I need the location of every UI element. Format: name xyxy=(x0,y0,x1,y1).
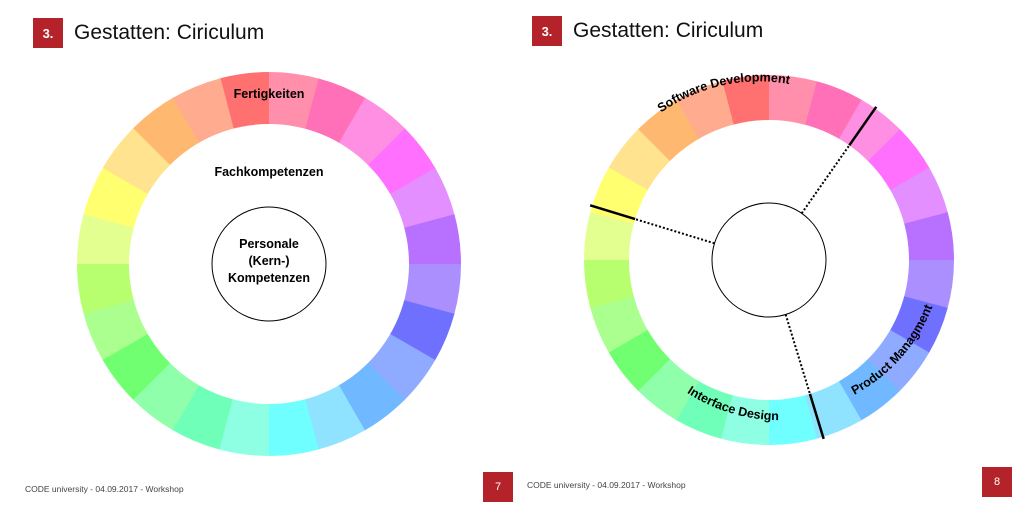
ring-segment xyxy=(608,328,672,391)
ring-segment xyxy=(638,99,701,163)
slide-footer: CODE university - 04.09.2017 - Workshop xyxy=(25,484,184,494)
ring-segment xyxy=(338,97,406,168)
core-label-line-1: Personale xyxy=(239,237,299,251)
ring-segment xyxy=(269,72,320,131)
ring-segment xyxy=(902,260,954,310)
ring-segment xyxy=(173,78,235,145)
ring-segment xyxy=(77,262,136,314)
segment-divider-solid xyxy=(589,204,636,221)
ring-segment xyxy=(77,213,136,264)
ring-segment xyxy=(365,333,436,401)
ring-segment xyxy=(304,78,367,145)
ring-segment xyxy=(218,397,269,456)
core-circle xyxy=(211,206,327,322)
slide-footer: CODE university - 04.09.2017 - Workshop xyxy=(527,480,686,490)
ring-segment xyxy=(584,258,636,308)
ring-segment xyxy=(83,298,150,360)
ring-segment xyxy=(637,356,700,421)
segment-dividers xyxy=(589,106,878,440)
segment-divider-solid xyxy=(808,393,825,440)
ring-label-fertigkeiten: Fertigkeiten xyxy=(234,87,305,101)
ring-segment xyxy=(267,397,319,456)
ring-segment xyxy=(608,128,673,191)
ring-segment xyxy=(838,99,901,164)
ring-segment xyxy=(721,75,771,127)
ring-segment xyxy=(402,214,461,266)
segment-divider-dotted xyxy=(800,144,851,214)
segment-divider-dotted xyxy=(634,218,715,245)
section-badge: 3. xyxy=(33,18,63,48)
slide-8: 3. Gestatten: Ciriculum Software Develop… xyxy=(512,0,1024,516)
ring-segment xyxy=(589,294,650,353)
label-fachkompetenzen: Fachkompetenzen xyxy=(214,165,323,179)
ring-segment xyxy=(902,212,954,262)
ring-segment xyxy=(888,167,949,226)
competence-wheel: Fertigkeiten Fachkompetenzen Personale (… xyxy=(77,72,461,456)
ring-segment xyxy=(719,393,769,445)
ring-segment xyxy=(132,360,200,431)
page-number-badge: 7 xyxy=(483,472,513,502)
color-ring xyxy=(584,75,954,445)
segment-divider-dotted xyxy=(784,314,811,395)
ring-segment xyxy=(402,264,461,315)
ring-segment xyxy=(769,75,819,127)
ring-segment xyxy=(837,357,900,421)
ring-segment xyxy=(388,168,455,230)
core-circle xyxy=(711,202,827,318)
ring-segment xyxy=(83,166,150,229)
ring-segment xyxy=(866,129,930,192)
ring-segment xyxy=(303,383,365,450)
segment-divider-solid xyxy=(848,106,878,147)
ring-segment xyxy=(675,379,734,439)
ring-segment xyxy=(219,72,271,131)
ring-segment xyxy=(767,393,817,445)
curriculum-wheel: Software Development Product Managment I… xyxy=(584,70,954,445)
ring-segment xyxy=(888,295,948,354)
slide-title: Gestatten: Ciriculum xyxy=(573,19,764,42)
slide-7: 3. Gestatten: Ciriculum Fertigkeiten Fac… xyxy=(25,18,513,502)
slide-title: Gestatten: Ciriculum xyxy=(74,21,265,44)
core-label-line-3: Kompetenzen xyxy=(228,271,310,285)
ring-segment xyxy=(584,210,636,260)
color-ring xyxy=(77,72,461,456)
ring-segment xyxy=(102,127,173,195)
section-badge: 3. xyxy=(532,16,562,46)
ring-segment xyxy=(676,80,735,141)
page-number-badge: 8 xyxy=(982,467,1012,497)
ring-segment xyxy=(865,329,930,392)
ring-segment xyxy=(804,81,863,141)
core-label-line-2: (Kern-) xyxy=(249,254,290,268)
ring-segment xyxy=(171,383,234,450)
ring-segment xyxy=(388,299,455,362)
